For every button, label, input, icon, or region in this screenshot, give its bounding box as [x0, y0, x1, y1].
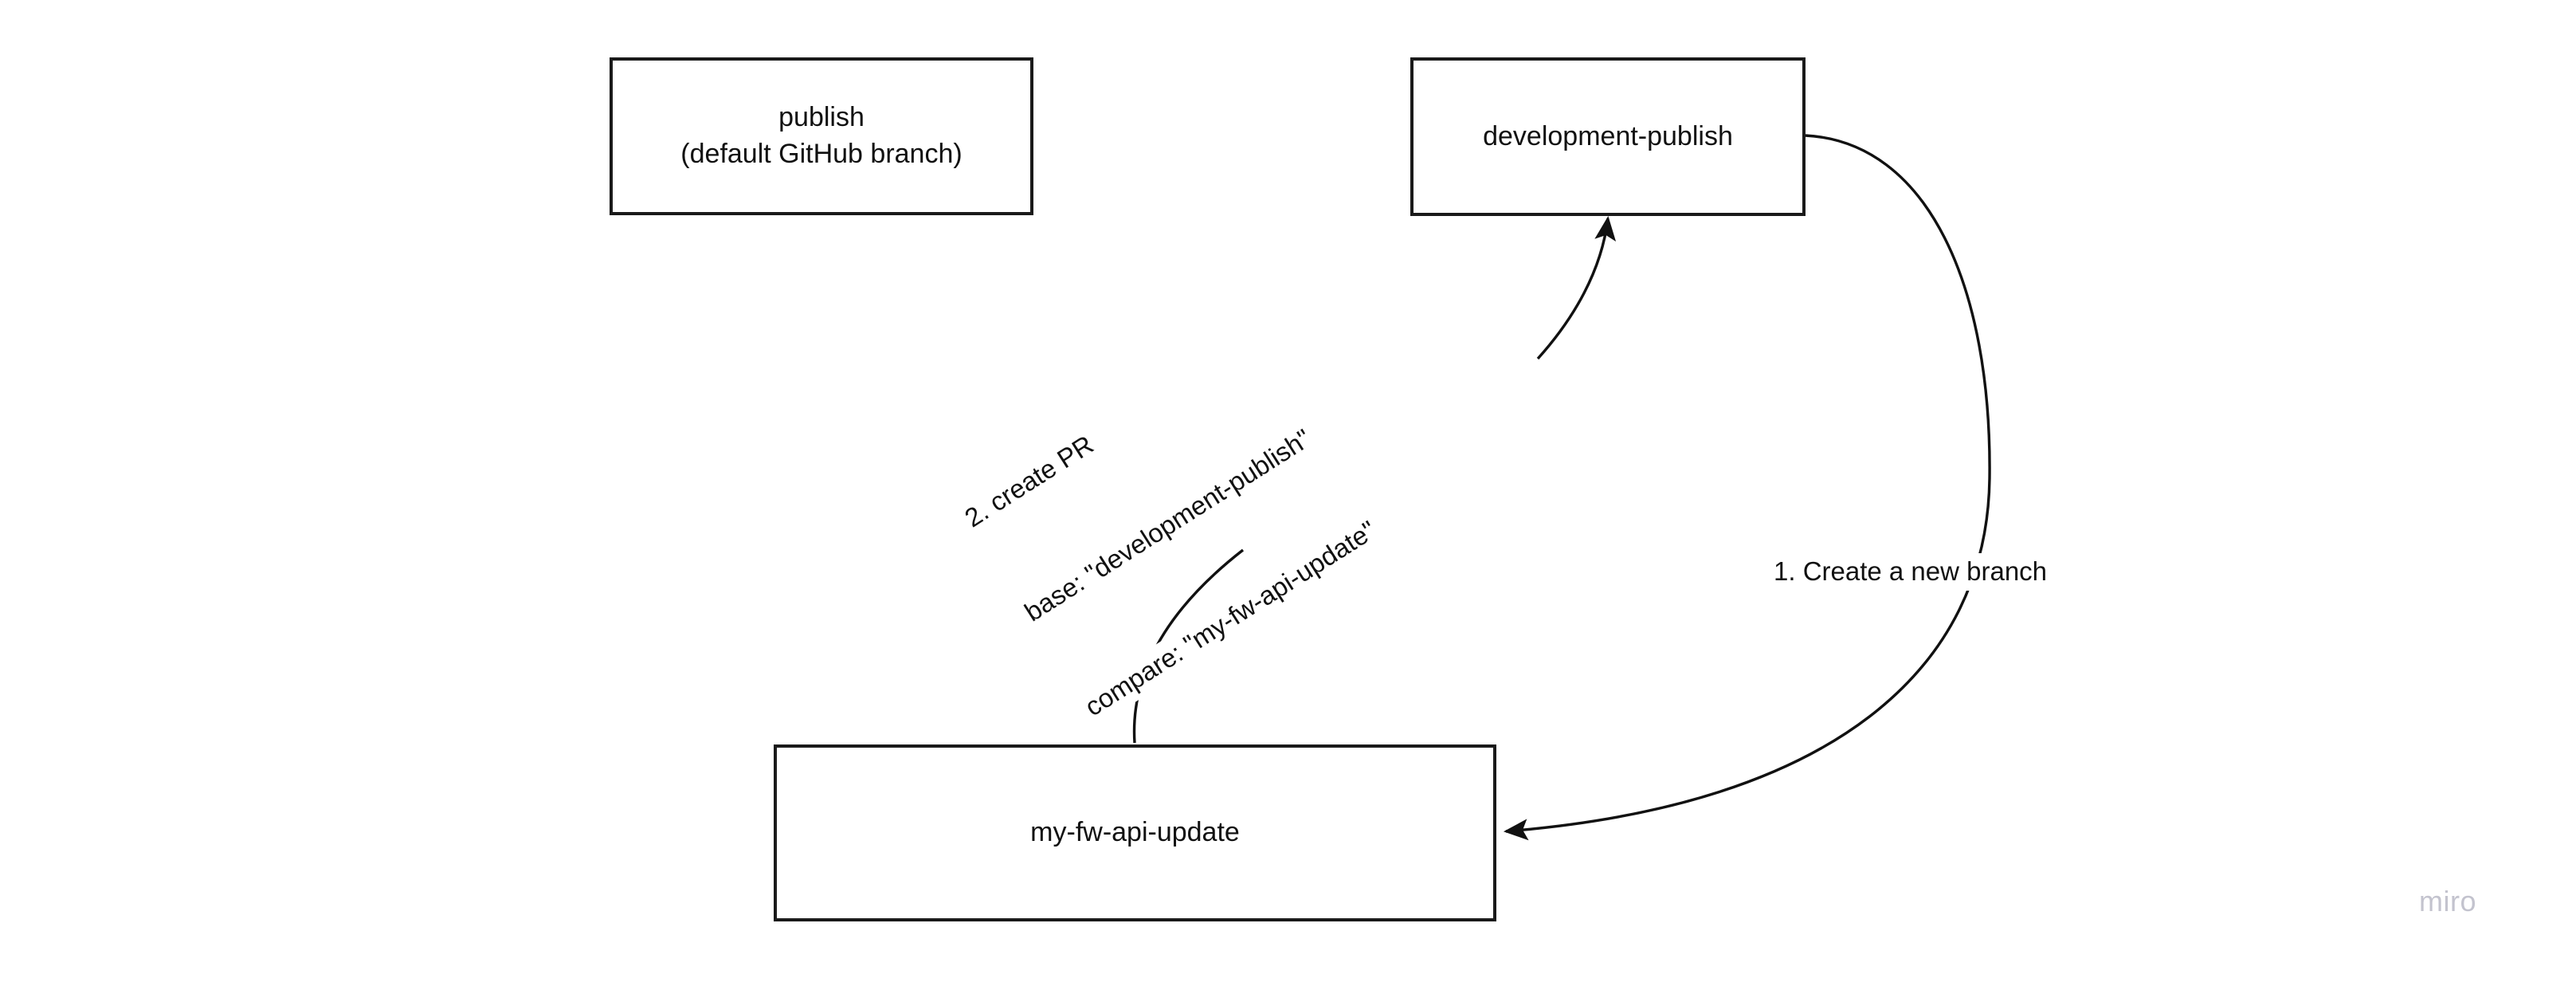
edge-label-create-branch: 1. Create a new branch: [1766, 553, 2056, 591]
miro-watermark: miro: [2419, 885, 2476, 917]
node-my-fw-api-update[interactable]: my-fw-api-update: [774, 744, 1496, 921]
node-publish[interactable]: publish (default GitHub branch): [610, 57, 1033, 215]
edge-create-pr: [1132, 548, 1245, 744]
edge-create-branch: [1503, 134, 1991, 841]
node-development-publish[interactable]: development-publish: [1410, 57, 1806, 216]
edge-create-pr-continued: [1536, 215, 1617, 360]
